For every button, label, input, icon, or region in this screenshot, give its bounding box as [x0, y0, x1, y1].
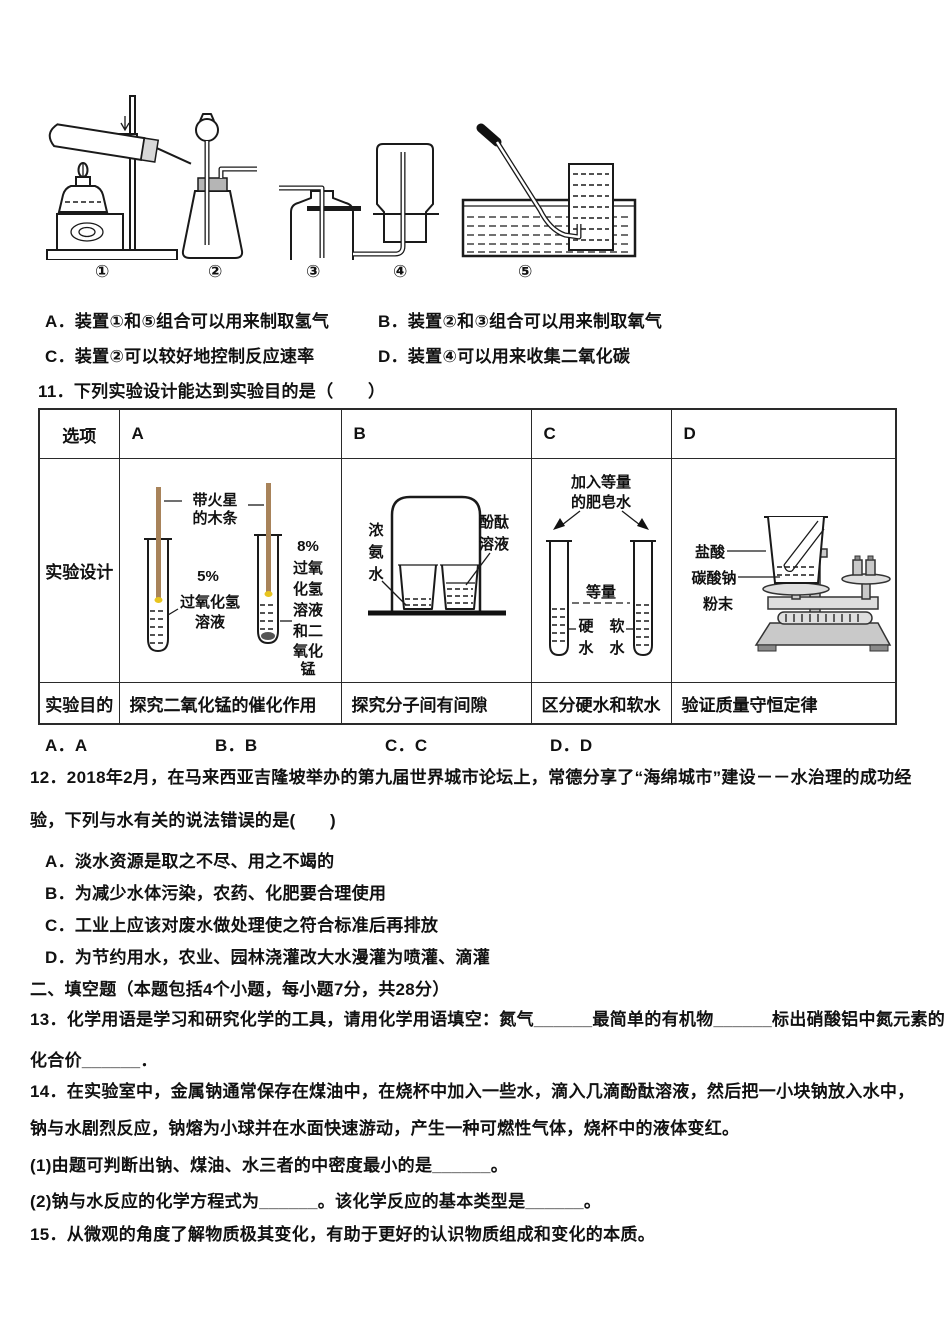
q11-purpose-d: 验证质量守恒定律 [670, 682, 897, 725]
q11-table-header-row: 选项 A B C D [38, 408, 897, 459]
q11-purpose-b: 探究分子间有间隙 [340, 682, 532, 725]
mno2-powder [261, 632, 275, 640]
label-na2co3: 碳酸钠 [691, 569, 736, 587]
label-right-6: 锰 [300, 660, 315, 677]
q11-design-cell-d: 盐酸 碳酸钠 粉末 [670, 458, 897, 683]
diagram-d-balance: 盐酸 碳酸钠 粉末 [691, 516, 892, 652]
q12-stem-line2: 验，下列与水有关的说法错误的是( ) [30, 811, 337, 830]
q14-sub1: (1)由题可判断出钠、煤油、水三者的中密度最小的是______。 [30, 1156, 509, 1175]
label-right-4: 和二 [293, 623, 323, 640]
apparatus-2-flask-thistle-funnel [181, 113, 257, 259]
apparatus-1-test-tube-heating [46, 95, 192, 260]
label-equal: 等量 [586, 583, 616, 601]
apparatus-label-5: ⑤ [518, 262, 533, 281]
q11-stem: 11．下列实验设计能达到实验目的是（ ） [38, 382, 386, 401]
q10-option-d: D．装置④可以用来收集二氧化碳 [378, 347, 631, 366]
q12-option-c: C．工业上应该对废水做处理使之符合标准后再排放 [45, 916, 439, 935]
q10-option-a: A．装置①和⑤组合可以用来制取氢气 [45, 312, 330, 331]
label-soap-2: 的肥皂水 [571, 493, 632, 511]
diagram-a-peroxide-splints: 带火星 的木条 5% 过氧化氢 溶液 8% 过氧 化氢 溶液 和二 氧化 锰 [144, 483, 324, 678]
q10-option-c: C．装置②可以较好地控制反应速率 [45, 347, 315, 366]
label-ammonia-1: 浓 [368, 522, 384, 539]
q14-line1: 14．在实验室中，金属钠通常保存在煤油中，在烧杯中加入一些水，滴入几滴酚酞溶液，… [30, 1082, 915, 1101]
apparatus-4-inverted-jar [353, 143, 439, 257]
label-hard-1: 硬 [578, 618, 594, 635]
label-right-2: 化氢 [293, 580, 323, 598]
q11-header-c: C [530, 408, 672, 459]
q15-stem: 15．从微观的角度了解物质极其变化，有助于更好的认识物质组成和变化的本质。 [30, 1225, 656, 1244]
q11-header-b: B [340, 408, 532, 459]
q11-answer-b: B．B [215, 736, 258, 755]
q14-sub2: (2)钠与水反应的化学方程式为______。该化学反应的基本类型是______。 [30, 1192, 602, 1211]
q12-option-b: B．为减少水体污染，农药、化肥要合理使用 [45, 884, 387, 903]
q12-option-d: D．为节约用水，农业、园林浇灌改大水漫灌为喷灌、滴灌 [45, 948, 491, 967]
apparatus-5-water-trough [461, 123, 637, 258]
label-right-5: 氧化 [292, 642, 323, 660]
ember-right [264, 591, 273, 597]
splint-left [156, 487, 161, 599]
q11-purpose-label: 实验目的 [38, 682, 120, 725]
label-h2o2-1: 过氧化氢 [180, 593, 240, 611]
q11-purpose-c: 区分硬水和软水 [530, 682, 672, 725]
apparatus-label-2: ② [208, 262, 223, 281]
label-soft-1: 软 [609, 617, 624, 635]
q11-design-cell-c: 加入等量 的肥皂水 等量 硬 水 软 水 [530, 458, 672, 683]
apparatus-label-1: ① [95, 262, 110, 281]
label-hcl: 盐酸 [695, 543, 726, 561]
label-5pct: 5% [197, 568, 219, 585]
q11-design-cell-a: 带火星 的木条 5% 过氧化氢 溶液 8% 过氧 化氢 溶液 和二 氧化 锰 [118, 458, 342, 683]
q11-header-option: 选项 [38, 408, 120, 459]
label-phenolphthalein-2: 溶液 [479, 535, 510, 553]
label-powder: 粉末 [703, 595, 734, 613]
label-hard-2: 水 [578, 639, 594, 657]
q11-header-d: D [670, 408, 897, 459]
q13-line1: 13．化学用语是学习和研究化学的工具，请用化学用语填空：氮气______最简单的… [30, 1010, 946, 1029]
apparatus-label-3: ③ [306, 262, 321, 281]
label-soap-1: 加入等量 [570, 473, 631, 491]
q11-table: 选项 A B C D 实验设计 [38, 408, 897, 725]
ember-left [154, 597, 163, 603]
label-ammonia-2: 氨 [368, 543, 383, 561]
q11-design-cell-b: 浓 氨 水 酚酞 溶液 [340, 458, 532, 683]
q11-table-design-row: 实验设计 [38, 458, 897, 683]
q11-purpose-a: 探究二氧化锰的催化作用 [118, 682, 342, 725]
q11-answer-d: D．D [550, 736, 593, 755]
q12-option-a: A．淡水资源是取之不尽、用之不竭的 [45, 852, 335, 871]
label-splint-1: 带火星 [192, 492, 237, 509]
label-right-3: 溶液 [293, 601, 324, 619]
label-8pct: 8% [297, 538, 319, 555]
q10-option-b: B．装置②和③组合可以用来制取氧气 [378, 312, 663, 331]
q12-stem-line1: 12．2018年2月，在马来西亚吉隆坡举办的第九届世界城市论坛上，常德分享了“海… [30, 768, 912, 787]
splint-right [266, 483, 271, 593]
q11-answer-c: C．C [385, 736, 428, 755]
apparatus-label-4: ④ [393, 262, 408, 281]
apparatus-figure [46, 95, 637, 260]
label-splint-2: 的木条 [192, 509, 238, 527]
label-soft-2: 水 [609, 639, 625, 657]
apparatus-3-gas-bottle [279, 185, 361, 260]
section2-header: 二、填空题（本题包括4个小题，每小题7分，共28分） [30, 980, 450, 999]
q14-line2: 钠与水剧烈反应，钠熔为小球并在水面快速游动，产生一种可燃性气体，烧杯中的液体变红… [30, 1119, 740, 1138]
q11-design-label: 实验设计 [38, 458, 120, 683]
diagram-b-ammonia-diffusion: 浓 氨 水 酚酞 溶液 [368, 495, 510, 616]
q13-line2: 化合价______． [30, 1051, 158, 1070]
diagram-c-hard-soft-water: 加入等量 的肥皂水 等量 硬 水 软 水 [546, 473, 656, 657]
label-h2o2-2: 溶液 [195, 613, 226, 631]
label-ammonia-3: 水 [368, 565, 384, 583]
q11-table-purpose-row: 实验目的 探究二氧化锰的催化作用 探究分子间有间隙 区分硬水和软水 验证质量守恒… [38, 682, 897, 725]
label-right-1: 过氧 [293, 559, 323, 577]
q11-answer-a: A．A [45, 736, 88, 755]
q11-header-a: A [118, 408, 342, 459]
label-phenolphthalein-1: 酚酞 [479, 513, 509, 531]
